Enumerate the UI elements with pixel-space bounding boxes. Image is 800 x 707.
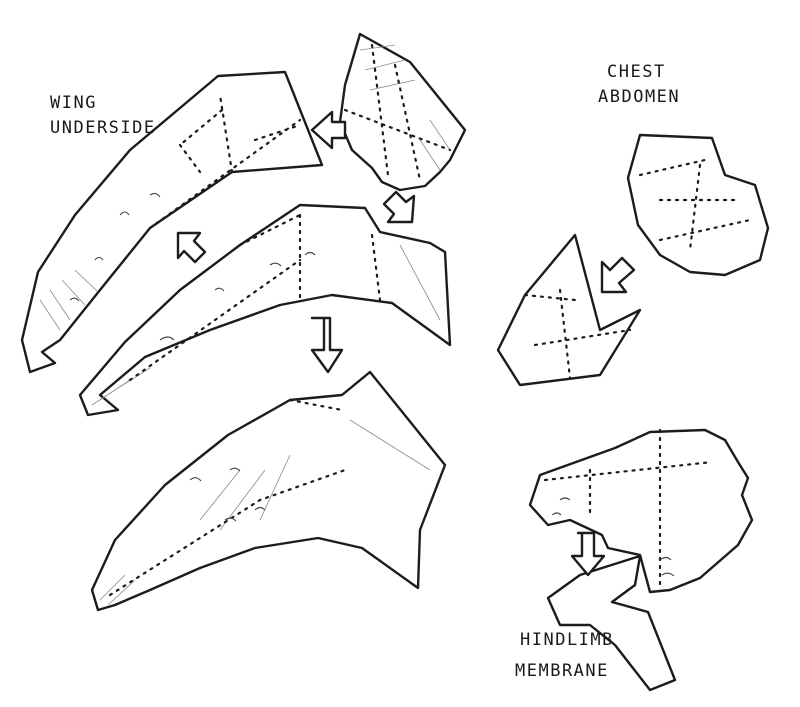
upper-center-piece [338, 32, 467, 192]
wing-underside-piece [20, 70, 324, 374]
arrow-hindlimb-down [570, 531, 606, 577]
arrow-down-center [310, 316, 344, 374]
chest-abdomen-piece [626, 133, 770, 277]
label-hindlimb: HINDLIMB [520, 630, 614, 650]
label-chest: CHEST [607, 62, 666, 82]
arrow-up-left-wing [176, 231, 207, 264]
label-underside: UNDERSIDE [50, 118, 156, 138]
arrow-to-wing-left [310, 110, 347, 150]
arrow-to-chest [600, 256, 636, 294]
right-mid-fin-piece [496, 233, 642, 387]
label-abdomen: ABDOMEN [598, 87, 680, 107]
assembled-wing [90, 370, 447, 612]
hindlimb-membrane-piece [528, 428, 754, 692]
middle-wing-strip [78, 203, 452, 417]
label-wing: WING [50, 93, 97, 113]
arrow-down-right-upper [382, 190, 416, 224]
label-membrane: MEMBRANE [515, 661, 609, 681]
